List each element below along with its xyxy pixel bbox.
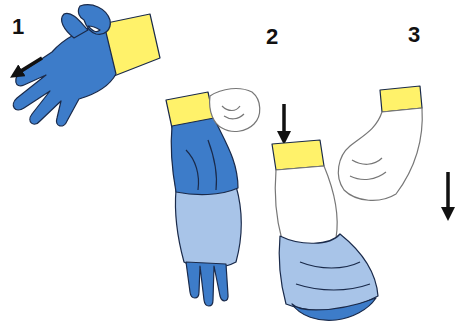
glove-fingers xyxy=(186,262,228,306)
direction-arrow xyxy=(446,172,450,214)
glove-fold xyxy=(296,262,370,290)
bare-hand xyxy=(275,166,337,246)
step-number: 3 xyxy=(408,24,420,46)
glove-fold xyxy=(186,140,217,190)
bare-fist xyxy=(338,108,422,200)
bare-hand-fingers xyxy=(222,106,244,119)
direction-arrow xyxy=(282,104,286,138)
gloved-hand xyxy=(13,24,116,126)
bare-hand xyxy=(210,89,260,132)
glove-inside-out xyxy=(279,234,378,310)
direction-arrow xyxy=(16,58,42,74)
step-number: 2 xyxy=(266,26,278,48)
fist-fingers xyxy=(350,158,386,179)
glove-fingers xyxy=(292,298,376,320)
step-number: 1 xyxy=(12,16,24,38)
glove-inside-out xyxy=(175,186,241,268)
step-two-figure xyxy=(166,89,284,306)
step-one-figure xyxy=(13,5,160,126)
pinching-fingers xyxy=(78,5,110,35)
step-three-figure xyxy=(272,86,448,320)
yellow-cuff xyxy=(272,140,324,170)
pinch-fold xyxy=(88,26,100,32)
